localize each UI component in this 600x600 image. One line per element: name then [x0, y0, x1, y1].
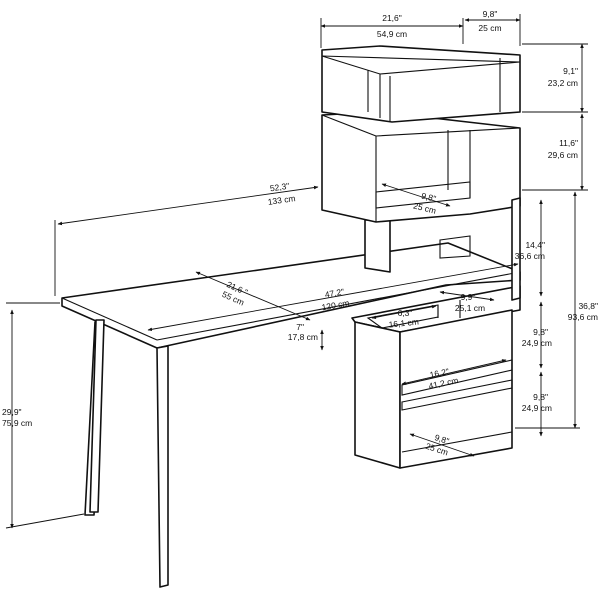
label-apron-height-cm: 17,8 cm — [288, 332, 318, 342]
label-desk-width-in: 47,2" — [324, 286, 345, 299]
dim-middle-shelf-depth — [381, 183, 451, 207]
label-cubby-lower-cm: 24,9 cm — [522, 403, 552, 413]
label-mid-shelf-width-in: 16,2" — [429, 366, 450, 380]
dim-mid-shelf-width — [401, 359, 507, 385]
label-desk-height-in: 29,9" — [2, 407, 22, 417]
label-upper-cubby-cm: 25,1 cm — [455, 303, 485, 313]
label-second-tier-height-in: 11,6" — [559, 138, 578, 148]
dim-desk-depth — [195, 271, 311, 321]
label-desk-clearance-cm: 36,6 cm — [515, 251, 545, 261]
label-overall-width-in: 52,3" — [269, 181, 290, 194]
label-bottom-shelf-depth-in: 9,8" — [433, 432, 450, 446]
front-leg — [156, 345, 169, 588]
dim-bottom-shelf-depth — [409, 433, 475, 457]
label-cubby-upper-cm: 24,9 cm — [522, 338, 552, 348]
rear-leg — [89, 319, 105, 513]
label-tower-height-cm: 93,6 cm — [568, 312, 598, 322]
dim-upper-cubby-width — [439, 290, 495, 302]
label-upper-cubby-in: 9,9" — [461, 292, 476, 302]
dim-drawer-slot — [371, 304, 437, 320]
label-desk-clearance-in: 14,4" — [525, 240, 545, 250]
label-top-tier-height-in: 9,1" — [563, 66, 578, 76]
dim-overall-width — [57, 185, 319, 226]
label-top-depth-in: 9,8" — [483, 9, 498, 19]
label-top-tier-height-cm: 23,2 cm — [548, 78, 578, 88]
upper-shelf-tower — [321, 45, 521, 301]
label-top-depth-cm: 25 cm — [478, 23, 501, 33]
label-desk-width-cm: 120 cm — [321, 298, 350, 313]
label-desk-height-cm: 75,9 cm — [2, 418, 32, 428]
dimension-labels: 21,6" 54,9 cm 9,8" 25 cm 9,1" 23,2 cm 11… — [2, 9, 598, 457]
label-drawer-slot-cm: 16,1 cm — [388, 316, 419, 329]
dimension-lines — [5, 14, 588, 529]
label-cubby-upper-in: 9,8" — [533, 327, 548, 337]
label-cubby-lower-in: 9,8" — [533, 392, 548, 402]
label-second-tier-height-cm: 29,6 cm — [548, 150, 578, 160]
label-top-width-in: 21,6" — [382, 13, 402, 23]
label-overall-width-cm: 133 cm — [267, 193, 296, 207]
label-middle-shelf-depth-in: 9,8" — [420, 190, 437, 203]
desk-illustration — [61, 45, 521, 588]
label-apron-height-in: 7" — [296, 322, 304, 332]
label-drawer-slot-in: 6,3" — [398, 308, 413, 318]
label-tower-height-in: 36,8" — [578, 301, 598, 311]
label-top-width-cm: 54,9 cm — [377, 29, 407, 39]
